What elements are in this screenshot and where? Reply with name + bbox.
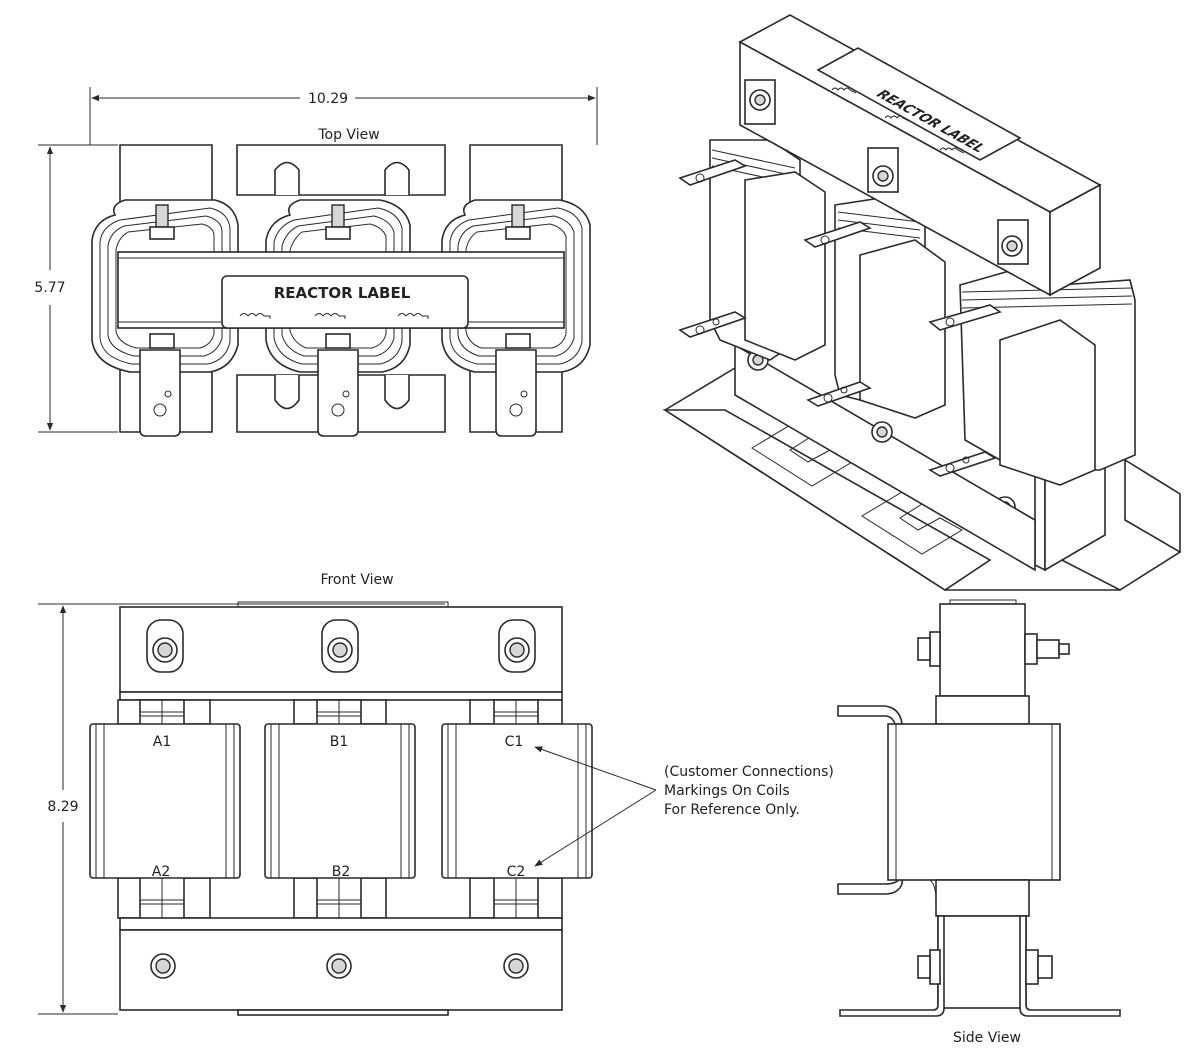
- iso-top-clamp: REACTOR LABEL: [738, 14, 1102, 297]
- customer-connections-callout: (Customer Connections) Markings On Coils…: [534, 746, 834, 867]
- top-slot-plate-upper: [236, 144, 446, 196]
- width-label: 10.29: [308, 91, 348, 107]
- front-base: [119, 917, 563, 931]
- terminal-a1: A1: [153, 734, 171, 750]
- front-view: Front View 8.29: [38, 572, 834, 1016]
- front-coil-b: [264, 723, 416, 879]
- top-view-title: Top View: [317, 127, 379, 143]
- side-coil: [887, 723, 1061, 881]
- terminal-b2: B2: [332, 864, 351, 880]
- side-view: Side View: [837, 599, 1121, 1046]
- front-coil-c: [441, 723, 593, 879]
- depth-label: 5.77: [34, 280, 65, 296]
- height-dimension: 8.29: [38, 603, 445, 1015]
- callout-line1: (Customer Connections): [664, 764, 834, 780]
- top-reactor-label: REACTOR LABEL: [221, 275, 469, 329]
- terminal-c2: C2: [507, 864, 526, 880]
- front-coil-a: [89, 723, 241, 879]
- isometric-view: REACTOR LABEL: [662, 14, 1182, 591]
- terminal-c1: C1: [505, 734, 524, 750]
- terminal-b1: B1: [330, 734, 349, 750]
- top-label-text: REACTOR LABEL: [274, 284, 411, 302]
- top-studs: [149, 204, 531, 349]
- width-dimension: 10.29: [89, 87, 598, 145]
- terminal-a2: A2: [152, 864, 170, 880]
- side-view-title: Side View: [953, 1030, 1021, 1046]
- iso-coil-b: [803, 194, 946, 419]
- front-view-title: Front View: [320, 572, 393, 588]
- top-terminal-lugs: [139, 349, 537, 437]
- callout-line3: For Reference Only.: [664, 802, 800, 818]
- top-view: 10.29 Top View 5.77: [34, 87, 598, 437]
- callout-line2: Markings On Coils: [664, 783, 790, 799]
- side-bottom-bracket: [937, 915, 1027, 1009]
- height-label: 8.29: [47, 799, 78, 815]
- iso-coil-a: [678, 139, 826, 361]
- side-top-block: [939, 603, 1026, 697]
- depth-dimension: 5.77: [34, 144, 118, 433]
- front-top-bolts: [146, 619, 536, 673]
- iso-coil-c: [928, 267, 1136, 486]
